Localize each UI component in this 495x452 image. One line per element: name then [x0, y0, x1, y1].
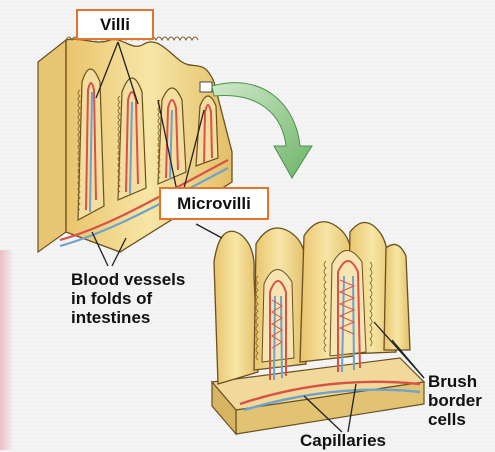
capillaries-label: Capillaries [300, 431, 386, 450]
blood-vessels-label: Blood vessels in folds of intestines [71, 270, 185, 327]
brush-border-cells-label: Brush border cells [428, 372, 482, 429]
villi-label: Villi [76, 9, 154, 40]
enlarged-villi-block [212, 222, 424, 434]
microvilli-label: Microvilli [159, 187, 269, 220]
